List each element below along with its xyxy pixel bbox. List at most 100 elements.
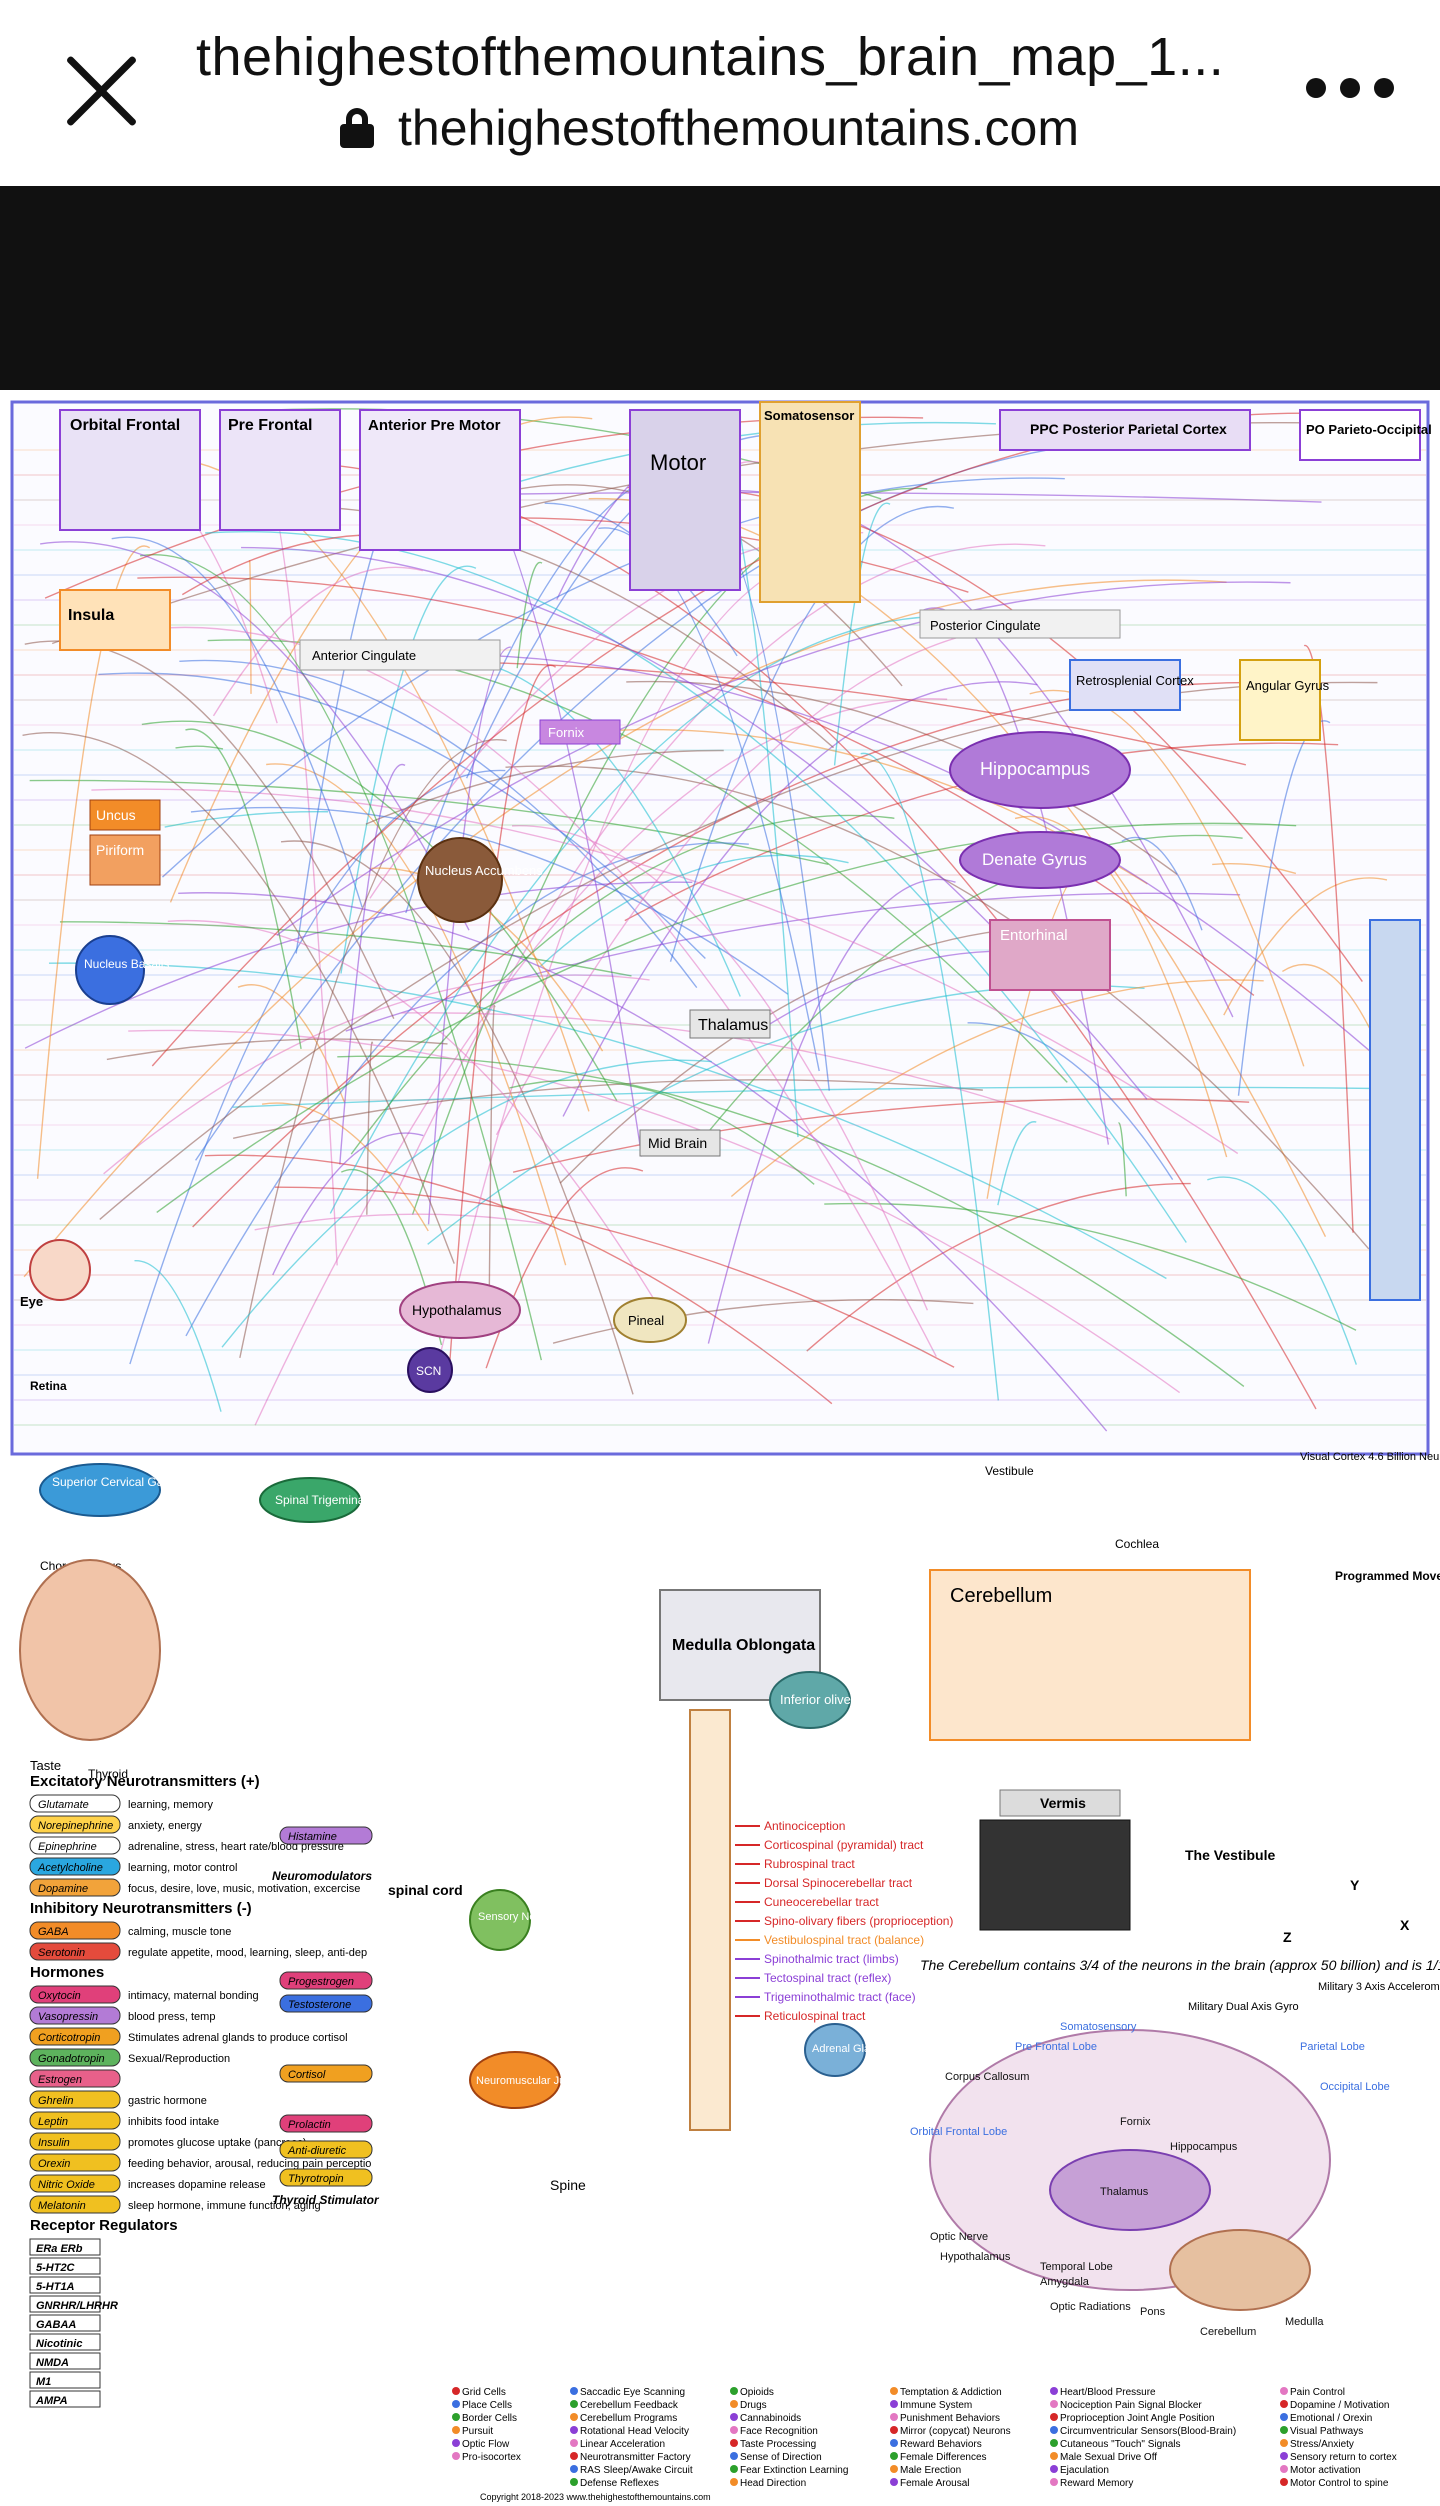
region-visualcortex: Visual Cortex 4.6 Billion Neurons <box>1300 1451 1440 1463</box>
legend-item: Sensory return to cortex <box>1290 2452 1397 2463</box>
modulator-label: Testosterone <box>288 1999 351 2011</box>
more-icon[interactable] <box>1306 78 1394 98</box>
region-posteriorcing: Posterior Cingulate <box>930 618 1041 633</box>
image-letterbox <box>0 186 1440 390</box>
brain-label: Medulla <box>1285 2316 1324 2328</box>
modulator-pill <box>279 1826 373 1845</box>
region-vestibule: Vestibule <box>985 1464 1034 1478</box>
pathway-line <box>23 579 1227 1278</box>
modulator-label: Cortisol <box>288 2069 326 2081</box>
pathway-line <box>540 854 849 967</box>
legend-desc: promotes glucose uptake (pancreas) <box>128 2137 307 2149</box>
pathway-line <box>345 892 1241 1032</box>
tract-label: Reticulospinal tract <box>764 2009 866 2023</box>
neuromodulator-legend: NeuromodulatorsHistamineProgestrogenTest… <box>272 1826 380 2207</box>
gyro-device-icon <box>979 1819 1131 1931</box>
pathway-line <box>562 681 1038 1117</box>
legend-dot <box>1050 2478 1058 2486</box>
pathway-line <box>1212 863 1297 875</box>
receptor-name: M1 <box>36 2376 51 2388</box>
pathway-line <box>706 834 1243 1135</box>
modulator-pill <box>279 2140 373 2159</box>
legend-item: Ejaculation <box>1060 2465 1109 2476</box>
legend-pill <box>29 1815 121 1834</box>
pathway-line <box>129 769 506 1365</box>
pathway-line <box>140 554 543 1361</box>
legend-item: Male Erection <box>900 2465 961 2476</box>
modulator-pill <box>279 2114 373 2133</box>
legend-pill <box>29 1985 121 2004</box>
legend-dot <box>1280 2478 1288 2486</box>
region-orbital: Orbital Frontal <box>70 417 180 434</box>
legend-name: Corticotropin <box>38 2032 100 2044</box>
legend-pill <box>29 2069 121 2088</box>
legend-name: Serotonin <box>38 1947 85 1959</box>
legend-dot <box>1280 2413 1288 2421</box>
legend-name: GABA <box>38 1926 69 1938</box>
legend-dot <box>730 2400 738 2408</box>
region-cochlea: Cochlea <box>1115 1537 1159 1551</box>
tract-label: Dorsal Spinocerebellar tract <box>764 1876 913 1890</box>
url-text: thehighestofthemountains.com <box>398 100 1079 156</box>
pathway-line <box>204 1154 833 1405</box>
legend-name: Nitric Oxide <box>38 2179 95 2191</box>
head-illustration <box>19 1559 161 1741</box>
brain-label: Somatosensory <box>1060 2021 1137 2033</box>
legend-name: Vasopressin <box>38 2011 98 2023</box>
close-icon[interactable] <box>58 48 144 134</box>
legend-pill <box>29 2090 121 2109</box>
legend-heading: Inhibitory Neurotransmitters (-) <box>30 1900 252 1917</box>
region-thalamus: Thalamus <box>698 1017 768 1034</box>
legend-item: Reward Behaviors <box>900 2439 982 2450</box>
browser-toolbar: thehighestofthemountains_brain_map_1... … <box>0 0 1440 186</box>
legend-item: Border Cells <box>462 2413 517 2424</box>
brain-label: Pre Frontal Lobe <box>1015 2041 1097 2053</box>
axis-x: X <box>1400 1917 1410 1933</box>
modulator-label: Histamine <box>288 1831 337 1843</box>
receptor-box <box>29 2295 101 2313</box>
legend-dot <box>1280 2400 1288 2408</box>
region-sensoryganglion: Sensory Neuron Ganglion <box>478 1911 605 1923</box>
region-midbrain: Mid Brain <box>648 1135 707 1151</box>
neurotransmitter-legend: Excitatory Neurotransmitters (+)Glutamat… <box>29 1773 371 2408</box>
legend-item: Emotional / Orexin <box>1290 2413 1372 2424</box>
pathway-line <box>156 822 1297 1213</box>
spinal-section: spinal cord Sensory Neuron Ganglion Neur… <box>388 1709 1440 2193</box>
pathway-line <box>509 1079 815 1185</box>
vestibule-title: The Vestibule <box>1185 1847 1275 1863</box>
legend-desc: feeding behavior, arousal, reducing pain… <box>128 2158 371 2170</box>
region-anteriorcing: Anterior Cingulate <box>312 648 416 663</box>
pathway-line <box>626 680 1178 875</box>
legend-desc: Stimulates adrenal glands to produce cor… <box>128 2032 348 2044</box>
eye-icon <box>29 1239 91 1301</box>
legend-dot <box>890 2452 898 2460</box>
pathway-line <box>141 720 618 1102</box>
pathway-line <box>1029 689 1305 1067</box>
copyright: Copyright 2018-2023 www.thehighestofthem… <box>480 2492 711 2502</box>
pathway-line <box>98 672 706 960</box>
region-fornix: Fornix <box>548 725 585 740</box>
legend-desc: blood press, temp <box>128 2011 215 2023</box>
brain-label: Corpus Callosum <box>945 2071 1029 2083</box>
region-adrenal: Adrenal Gland <box>812 2043 882 2055</box>
url-row[interactable]: thehighestofthemountains.com <box>340 98 1079 158</box>
legend-pill <box>29 2132 121 2151</box>
receptor-name: NMDA <box>36 2357 69 2369</box>
brain-label: Orbital Frontal Lobe <box>910 2126 1007 2138</box>
legend-item: Sense of Direction <box>740 2452 822 2463</box>
legend-dot <box>1050 2452 1058 2460</box>
region-prefrontal: Pre Frontal <box>228 417 312 434</box>
legend-dot <box>890 2465 898 2473</box>
pathway-line <box>860 752 1000 1401</box>
legend-item: Taste Processing <box>740 2439 816 2450</box>
pathway-line <box>1117 1122 1127 1197</box>
legend-item: Circumventricular Sensors(Blood-Brain) <box>1060 2426 1236 2437</box>
legend-item: Punishment Behaviors <box>900 2413 1000 2424</box>
region-angular: Angular Gyrus <box>1246 678 1330 693</box>
legend-dot <box>452 2439 460 2447</box>
brain-map-image[interactable]: Orbital Frontal Pre Frontal Anterior Pre… <box>0 390 1440 2506</box>
legend-name: Estrogen <box>38 2074 82 2086</box>
legend-item: Mirror (copycat) Neurons <box>900 2426 1011 2437</box>
